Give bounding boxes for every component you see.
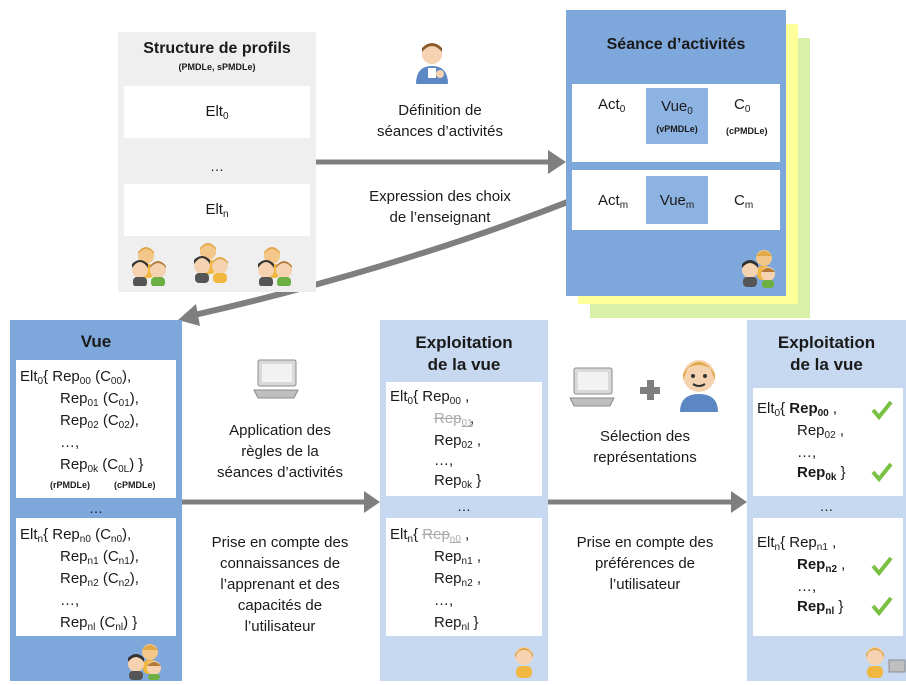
check-icon	[871, 400, 893, 420]
exploit1-line-repnl: Repnl }	[434, 614, 479, 633]
label-prise-apprenant: Prise en compte des connaissances de l’a…	[211, 534, 349, 635]
exploit2-line-elt0: Elt0{ Rep00 ,	[757, 400, 838, 419]
exploit2-line-repnl: Repnl }	[797, 598, 844, 617]
structure-subtitle: (PMDLe, sPMDLe)	[178, 62, 256, 72]
exploit1-line-rep0k: Rep0k }	[434, 472, 482, 491]
exploit1-top-box: Elt0{ Rep00 , Rep01 , Rep02 , …, Rep0k }	[386, 382, 542, 496]
exploit1-dots: …	[457, 498, 471, 514]
check-icon	[871, 596, 893, 616]
seance-vue0-tag: (vPMDLe)	[656, 124, 698, 134]
vue-bottom-line: Eltn{ Repn0 (Cn0),	[20, 526, 132, 545]
label-application: Application des règles de la séances d’a…	[217, 422, 343, 481]
seance-panel: Séance d’activités Act0 Vue0 (vPMDLe) C0…	[566, 10, 786, 296]
structure-title: Structure de profils	[143, 40, 291, 57]
vue-tag-left: (rPMDLe)	[50, 480, 90, 490]
exploit2-dots: …	[819, 498, 834, 514]
seance-row-m: Actm Vuem Cm	[572, 170, 780, 230]
teacher-icon	[412, 40, 452, 84]
seance-title: Séance d’activités	[606, 36, 746, 53]
exploit1-title: Exploitation de la vue	[415, 333, 513, 374]
learner-icon	[510, 644, 538, 678]
exploit2-line-rep0k: Rep0k }	[797, 464, 846, 483]
structure-elt0: Elt0	[124, 86, 310, 138]
exploit1-line-ellipsis: …,	[434, 452, 454, 469]
label-definition: Définition de séances d’activités	[377, 102, 503, 140]
exploit2-line-ellipsis: …,	[797, 444, 817, 461]
seance-vuem: Vuem	[659, 192, 695, 211]
arrow-application	[182, 491, 380, 513]
vue-top-line: Rep02 (C02),	[60, 412, 139, 431]
label-prise-pref: Prise en compte des préférences de l’uti…	[576, 534, 714, 593]
vue-bottom-line: Repn2 (Cn2),	[60, 570, 139, 589]
exploit2-title: Exploitation de la vue	[777, 333, 876, 374]
structure-eltn: Eltn	[124, 184, 310, 236]
exploit1-panel: Exploitation de la vue Elt0{ Rep00 , Rep…	[380, 320, 548, 681]
exploit2-bottom-box: Eltn{ Repn1 , Repn2 , …, Repnl }	[753, 518, 903, 636]
seance-act0: Act0	[598, 96, 626, 115]
vue-top-line: Elt0{ Rep00 (C00),	[20, 368, 132, 387]
exploit1-line-repn2: Repn2 ,	[434, 570, 481, 589]
exploit2-line-repn2: Repn2 ,	[797, 556, 846, 575]
vue-tag-right: (cPMDLe)	[114, 480, 156, 490]
seance-vue0-box: Vue0 (vPMDLe)	[646, 88, 708, 144]
vue-top-line: …,	[60, 434, 80, 451]
vue-title: Vue	[80, 332, 112, 351]
check-icon	[871, 462, 893, 482]
learners-pair-icon	[738, 248, 778, 288]
vue-bottom-line: …,	[60, 592, 80, 609]
vue-top-line: Rep01 (C01),	[60, 390, 139, 409]
exploit2-line-eltn: Eltn{ Repn1 ,	[757, 534, 837, 553]
check-icon	[871, 556, 893, 576]
seance-cm: Cm	[734, 192, 754, 211]
exploit2-line-rep02: Rep02 ,	[797, 422, 844, 441]
vue-top-box: Elt0{ Rep00 (C00), Rep01 (C01), Rep02 (C…	[16, 360, 176, 498]
exploit1-line-eltn: Eltn{ Repn0 ,	[390, 526, 470, 545]
exploit1-line-rep01-removed: Rep01	[434, 410, 473, 429]
exploit2-panel: Exploitation de la vue Elt0{ Rep00 , Rep…	[747, 320, 906, 681]
computer-icon	[252, 358, 300, 400]
exploit2-top-box: Elt0{ Rep00 , Rep02 , …, Rep0k }	[753, 388, 903, 496]
vue-bottom-box: Eltn{ Repn0 (Cn0), Repn1 (Cn1), Repn2 (C…	[16, 518, 176, 636]
seance-actm: Actm	[598, 192, 629, 211]
vue-panel: Vue Elt0{ Rep00 (C00), Rep01 (C01), Rep0…	[10, 320, 182, 681]
learner-computer-icon	[861, 642, 906, 680]
structure-panel: Structure de profils (PMDLe, sPMDLe) Elt…	[118, 32, 316, 292]
user-icon	[676, 356, 722, 412]
seance-vue0: Vue0	[661, 98, 693, 117]
seance-vuem-box: Vuem	[646, 176, 708, 224]
exploit1-line-ellipsis: …,	[434, 592, 454, 609]
seance-c0-tag: (cPMDLe)	[726, 126, 768, 136]
arrow-selection	[548, 491, 747, 513]
exploit1-line-rep02: Rep02 ,	[434, 432, 481, 451]
vue-dots: …	[89, 500, 103, 516]
seance-c0: C0	[734, 96, 751, 115]
learners-pair-icon	[124, 642, 164, 680]
exploit1-comma: ,	[470, 410, 475, 427]
seance-row-0: Act0 Vue0 (vPMDLe) C0 (cPMDLe)	[572, 84, 780, 162]
exploit1-line-repn1: Repn1 ,	[434, 548, 481, 567]
structure-dots: …	[210, 158, 224, 174]
exploit1-line-elt0: Elt0{ Rep00 ,	[390, 388, 470, 407]
vue-bottom-line: Repn1 (Cn1),	[60, 548, 139, 567]
label-selection: Sélection des représentations	[593, 428, 697, 466]
plus-icon	[638, 378, 662, 402]
learners-group-icon	[130, 240, 310, 287]
exploit2-line-ellipsis: …,	[797, 578, 817, 595]
arrow-definition	[316, 150, 566, 174]
vue-top-line: Rep0k (C0L) }	[60, 456, 144, 475]
label-expression: Expression des choix de l’enseignant	[369, 188, 511, 226]
exploit1-bottom-box: Eltn{ Repn0 , Repn1 , Repn2 , …, Repnl }	[386, 518, 542, 636]
vue-bottom-line: Repnl (Cnl) }	[60, 614, 138, 633]
computer-icon	[566, 366, 616, 410]
